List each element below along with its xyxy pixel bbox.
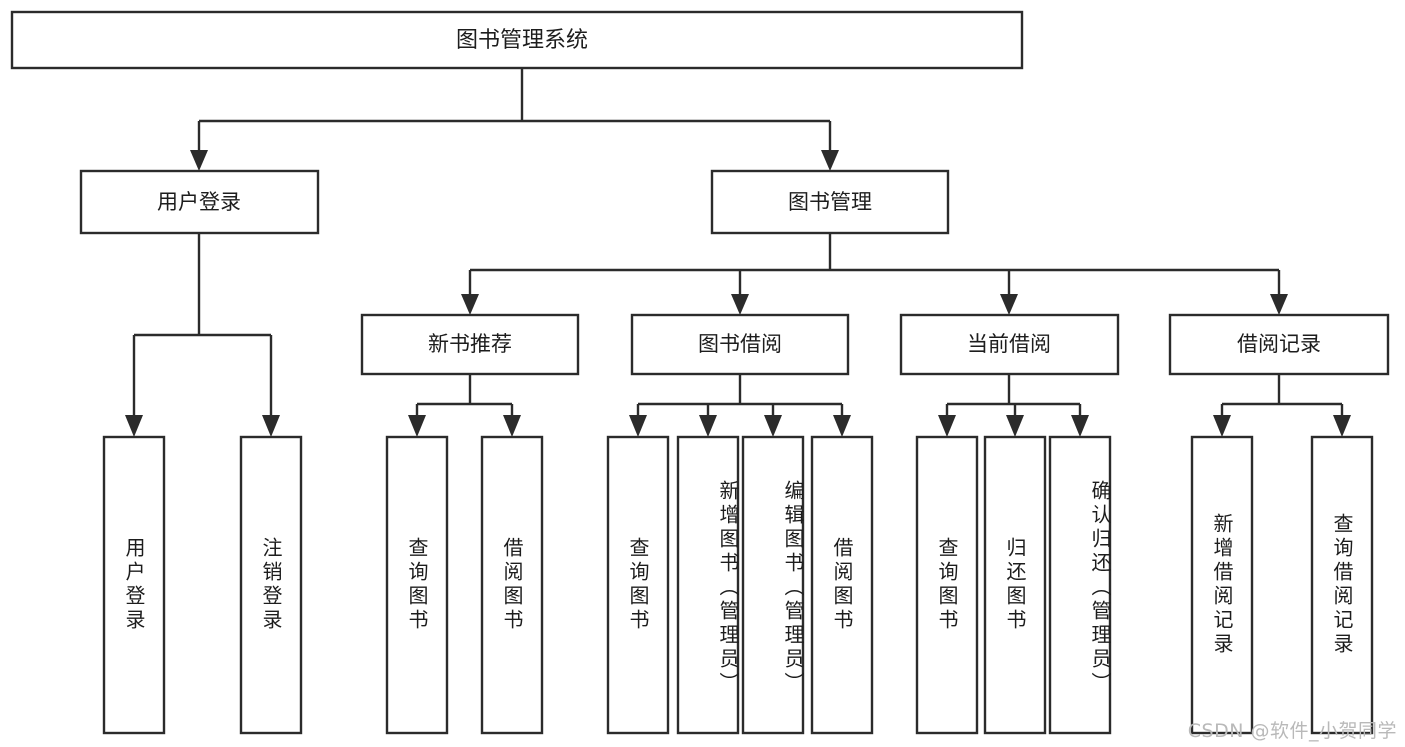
- arrow-to-leaf-query-book-2-icon: [629, 415, 647, 437]
- arrow-to-leaf-add-record-icon: [1213, 415, 1231, 437]
- arrow-to-leaf-add-book-icon: [699, 415, 717, 437]
- connectors-group: [125, 68, 1351, 437]
- arrow-to-leaf-logout-login-icon: [262, 415, 280, 437]
- arrow-to-leaf-user-login-icon: [125, 415, 143, 437]
- arrow-to-book-borrow-icon: [731, 294, 749, 315]
- node-leaf-logout-login[interactable]: [239, 435, 303, 735]
- node-leaf-return-book[interactable]: [983, 435, 1047, 735]
- node-current-borrow[interactable]: 当前借阅: [899, 313, 1120, 376]
- node-leaf-edit-book[interactable]: [741, 435, 805, 735]
- node-book-management[interactable]: 图书管理: [710, 169, 950, 235]
- arrow-to-borrow-record-icon: [1270, 294, 1288, 315]
- node-new-book-recommend[interactable]: 新书推荐: [360, 313, 580, 376]
- node-root[interactable]: 图书管理系统: [10, 10, 1024, 70]
- node-root-label: 图书管理系统: [456, 28, 588, 53]
- leaf-boxes-group: [102, 435, 1374, 735]
- arrow-to-leaf-borrow-book-1-icon: [503, 415, 521, 437]
- watermark-text: CSDN @软件_小贺同学: [1187, 720, 1397, 742]
- node-leaf-add-record[interactable]: [1190, 435, 1254, 735]
- node-new-book-recommend-label: 新书推荐: [428, 332, 512, 356]
- node-book-borrow-label: 图书借阅: [698, 332, 782, 356]
- node-book-management-label: 图书管理: [788, 190, 872, 214]
- node-borrow-record-label: 借阅记录: [1237, 332, 1321, 356]
- node-leaf-borrow-book-1[interactable]: [480, 435, 544, 735]
- node-leaf-user-login[interactable]: [102, 435, 166, 735]
- arrow-to-user-login-icon: [190, 150, 208, 171]
- node-leaf-query-book-1[interactable]: [385, 435, 449, 735]
- node-book-borrow[interactable]: 图书借阅: [630, 313, 850, 376]
- node-leaf-query-record[interactable]: [1310, 435, 1374, 735]
- arrow-to-leaf-edit-book-icon: [764, 415, 782, 437]
- node-leaf-borrow-book-2[interactable]: [810, 435, 874, 735]
- node-user-login-label: 用户登录: [157, 190, 241, 214]
- arrow-to-book-management-icon: [821, 150, 839, 171]
- arrow-to-new-book-recommend-icon: [461, 294, 479, 315]
- arrow-to-leaf-return-book-icon: [1006, 415, 1024, 437]
- node-current-borrow-label: 当前借阅: [967, 332, 1051, 356]
- arrow-to-leaf-query-record-icon: [1333, 415, 1351, 437]
- arrow-to-leaf-query-book-1-icon: [408, 415, 426, 437]
- node-borrow-record[interactable]: 借阅记录: [1168, 313, 1390, 376]
- node-leaf-query-book-3[interactable]: [915, 435, 979, 735]
- arrow-to-current-borrow-icon: [1000, 294, 1018, 315]
- node-leaf-add-book[interactable]: [676, 435, 740, 735]
- node-user-login[interactable]: 用户登录: [79, 169, 320, 235]
- arrow-to-leaf-borrow-book-2-icon: [833, 415, 851, 437]
- node-leaf-confirm-return[interactable]: [1048, 435, 1112, 735]
- arrow-to-leaf-confirm-return-icon: [1071, 415, 1089, 437]
- nodes-group: 图书管理系统 用户登录 图书管理 新书推荐 图书借阅 当前: [10, 10, 1390, 735]
- node-leaf-query-book-2[interactable]: [606, 435, 670, 735]
- arrow-to-leaf-query-book-3-icon: [938, 415, 956, 437]
